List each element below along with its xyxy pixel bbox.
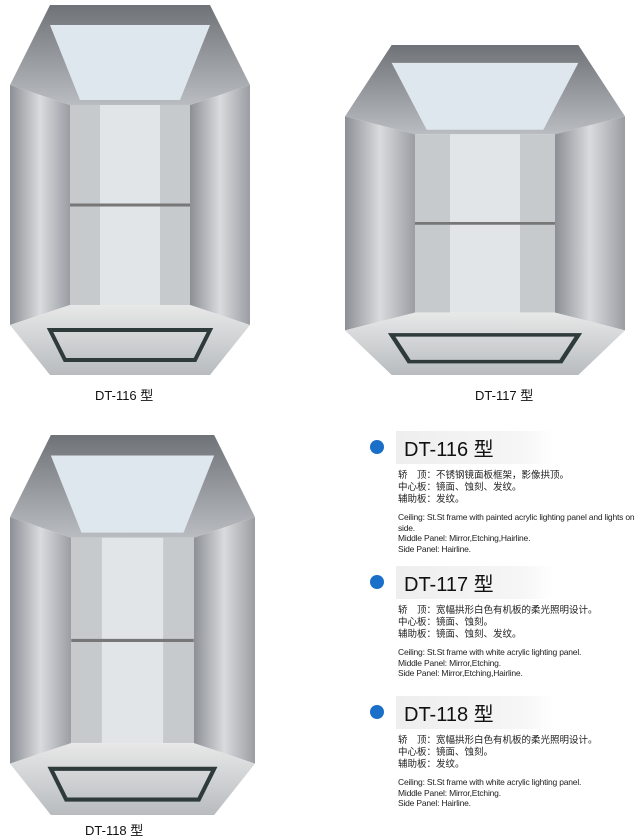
spec-line: Side Panel: Hairline.	[398, 543, 471, 554]
spec-dt-117: DT-117 型 轿 顶：宽幅拱形白色有机板的柔光照明设计。 中心板：镜面、蚀刻…	[370, 565, 640, 679]
en-specs: Ceiling: St.St frame with white acrylic …	[398, 777, 640, 809]
spec-line: Middle Panel: Mirror,Etching.	[398, 657, 501, 668]
bullet-icon	[370, 705, 384, 719]
spec-line: 辅助板：镜面、蚀刻、发纹。	[398, 629, 522, 640]
spec-line: 中心板：镜面、蚀刻、发纹。	[398, 482, 522, 493]
spec-line: Middle Panel: Mirror,Etching.	[398, 787, 501, 798]
en-specs: Ceiling: St.St frame with painted acryli…	[398, 512, 640, 554]
elevator-image-dt-116	[10, 5, 250, 375]
model-title: DT-118 型	[396, 695, 554, 729]
spec-line: 中心板：镜面、蚀刻。	[398, 747, 494, 758]
spec-dt-118: DT-118 型 轿 顶：宽幅拱形白色有机板的柔光照明设计。 中心板：镜面、蚀刻…	[370, 695, 640, 809]
spec-line: Ceiling: St.St frame with white acrylic …	[398, 647, 582, 657]
cn-specs: 轿 顶：不锈钢镜面板框架，影像拱顶。 中心板：镜面、蚀刻、发纹。 辅助板：发纹。	[398, 470, 640, 506]
elevator-image-dt-118	[10, 435, 255, 815]
spec-line: 轿 顶：不锈钢镜面板框架，影像拱顶。	[398, 470, 570, 481]
bullet-icon	[370, 440, 384, 454]
en-specs: Ceiling: St.St frame with white acrylic …	[398, 647, 640, 679]
spec-line: Side Panel: Mirror,Etching,Hairline.	[398, 668, 523, 678]
spec-line: 中心板：镜面、蚀刻。	[398, 617, 494, 628]
spec-line: Middle Panel: Mirror,Etching,Hairline.	[398, 533, 531, 543]
caption-dt-118: DT-118 型	[85, 823, 144, 836]
spec-dt-116: DT-116 型 轿 顶：不锈钢镜面板框架，影像拱顶。 中心板：镜面、蚀刻、发纹…	[370, 430, 640, 554]
spec-line: 轿 顶：宽幅拱形白色有机板的柔光照明设计。	[398, 605, 598, 616]
model-title: DT-116 型	[396, 430, 554, 464]
caption-dt-117: DT-117 型	[475, 388, 534, 403]
model-title: DT-117 型	[396, 565, 554, 599]
spec-line: Ceiling: St.St frame with white acrylic …	[398, 777, 582, 787]
elevator-image-dt-117	[345, 45, 625, 375]
caption-dt-116: DT-116 型	[95, 388, 154, 403]
spec-line: 轿 顶：宽幅拱形白色有机板的柔光照明设计。	[398, 735, 598, 746]
spec-line: 辅助板：发纹。	[398, 759, 465, 770]
cn-specs: 轿 顶：宽幅拱形白色有机板的柔光照明设计。 中心板：镜面、蚀刻。 辅助板：发纹。	[398, 735, 640, 771]
bullet-icon	[370, 575, 384, 589]
spec-line: Side Panel: Hairline.	[398, 798, 471, 808]
spec-line: 辅助板：发纹。	[398, 494, 465, 505]
spec-line: Ceiling: St.St frame with painted acryli…	[398, 512, 635, 533]
cn-specs: 轿 顶：宽幅拱形白色有机板的柔光照明设计。 中心板：镜面、蚀刻。 辅助板：镜面、…	[398, 605, 640, 641]
